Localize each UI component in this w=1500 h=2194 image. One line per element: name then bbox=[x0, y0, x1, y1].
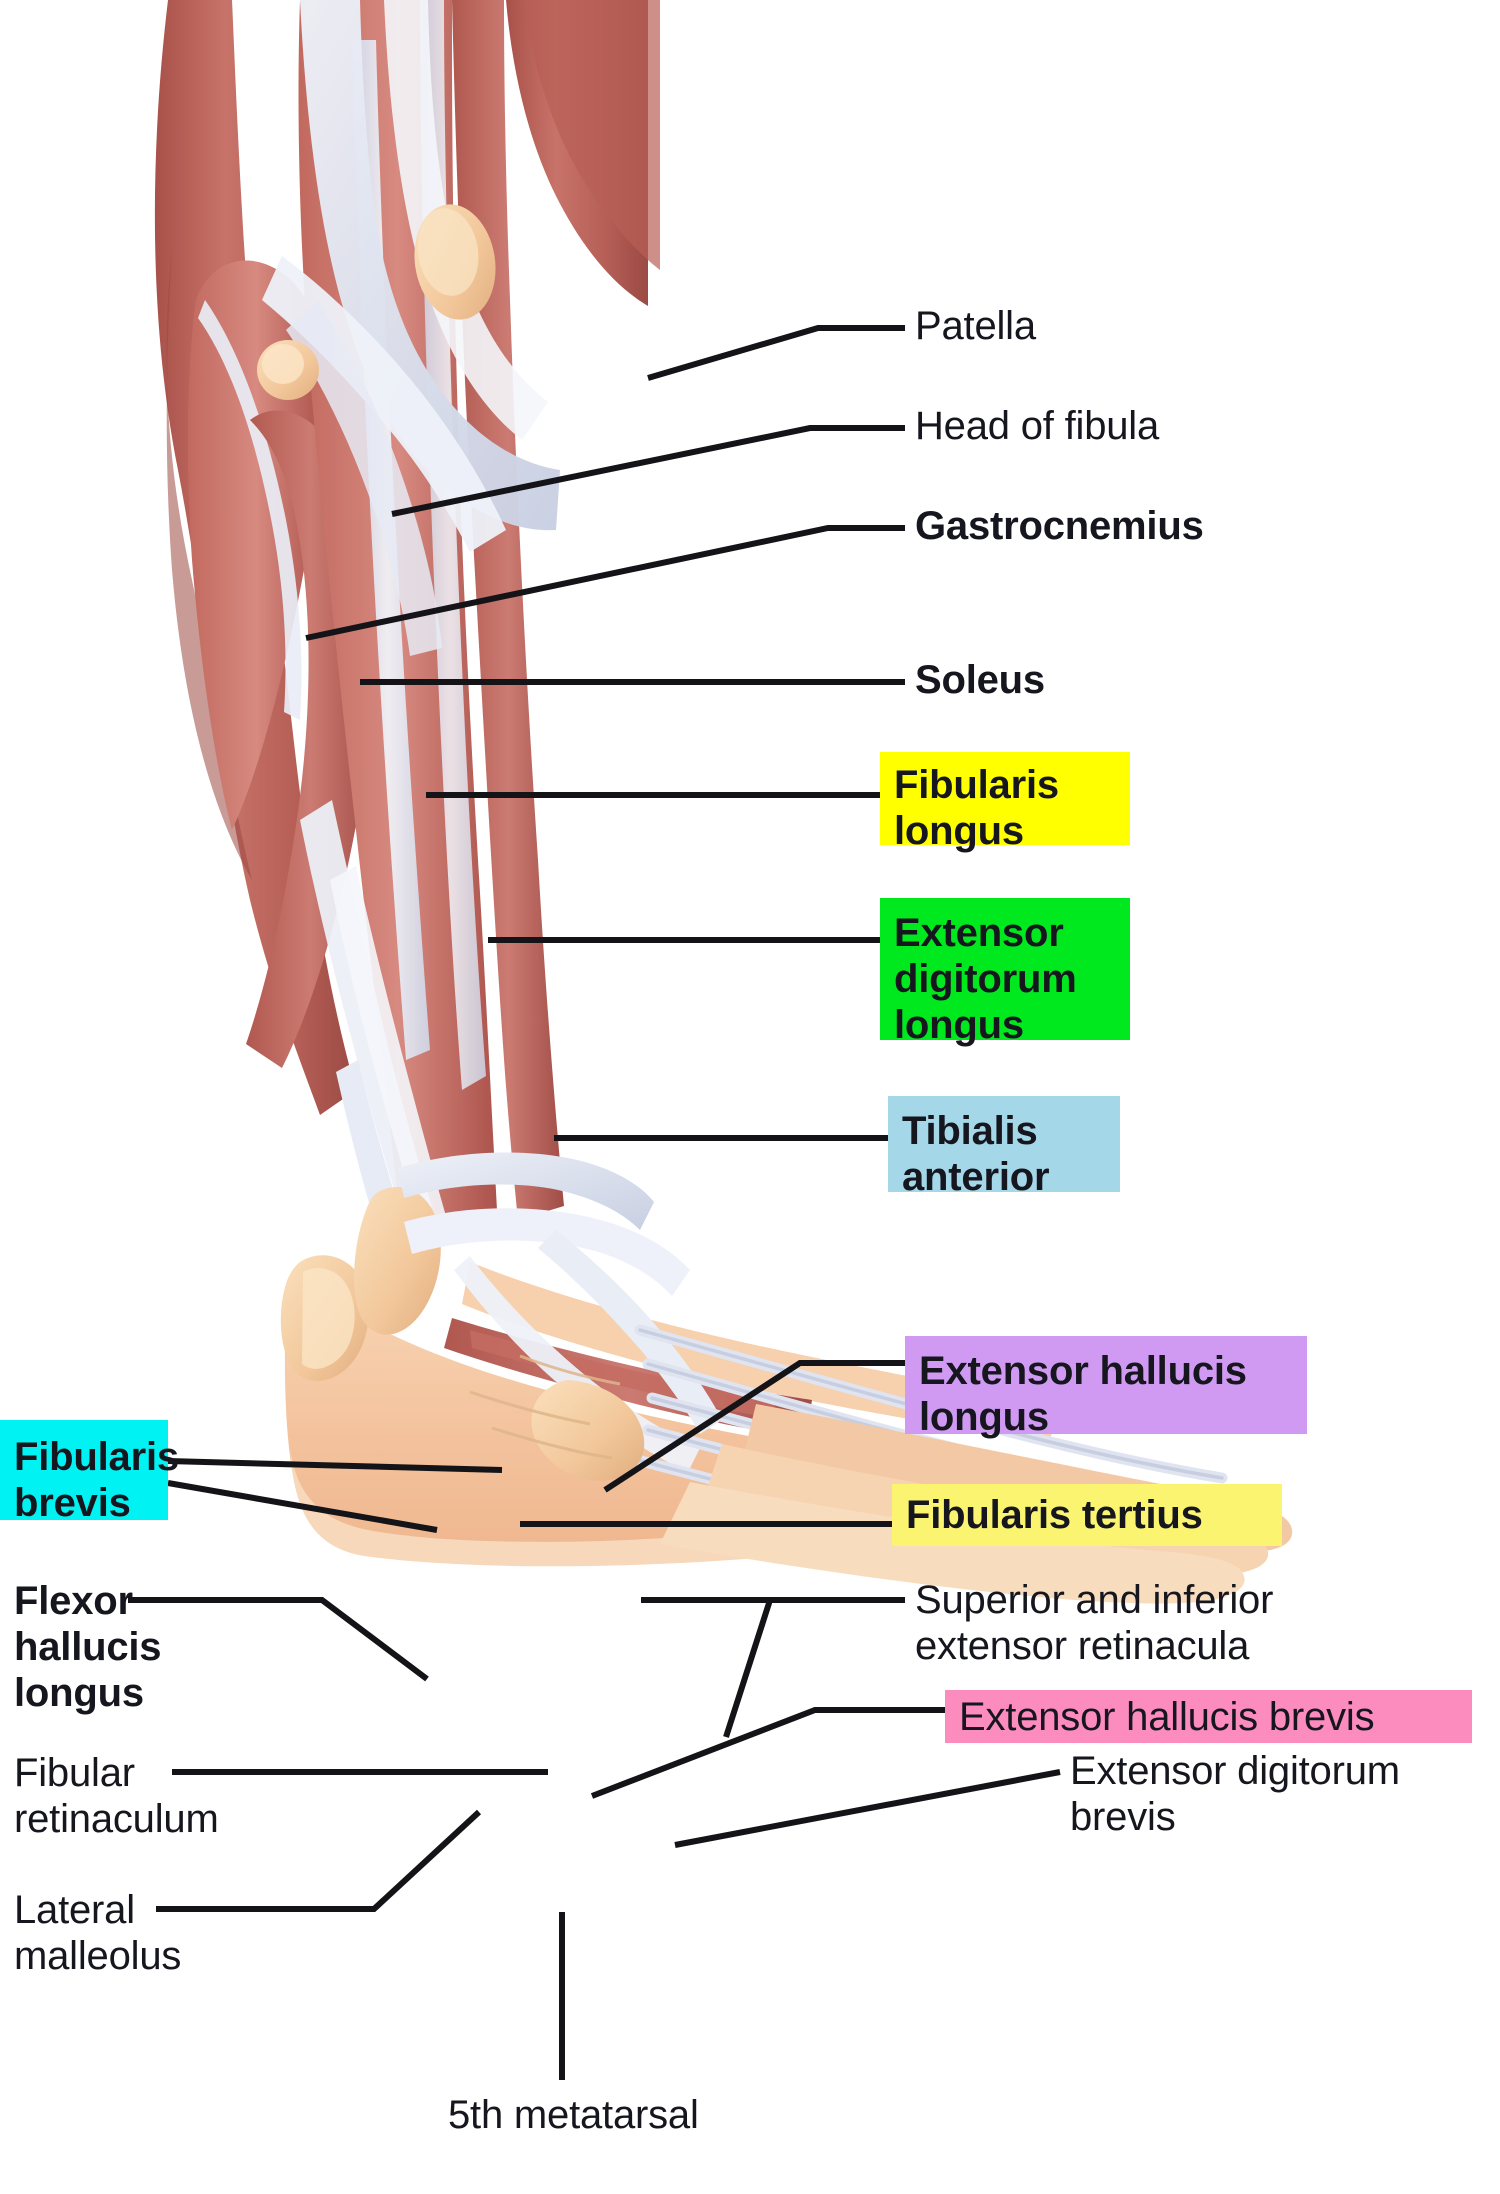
leader-extensor-digitorum-brevis bbox=[674, 1769, 1061, 1848]
label-tibialis-anterior: Tibialis anterior bbox=[888, 1096, 1120, 1199]
label-fibularis-longus: Fibularis longus bbox=[880, 752, 1130, 853]
label-patella: Patella bbox=[915, 304, 1036, 348]
label-fibularis-brevis: Fibularis brevis bbox=[0, 1420, 179, 1525]
leader-extensor-hallucis-longus bbox=[603, 1360, 908, 1493]
leader-flexor-hallucis-longus bbox=[128, 1597, 429, 1682]
label-extensor-digitorum-longus: Extensor digitorum longus bbox=[880, 898, 1130, 1047]
leader-patella bbox=[647, 325, 905, 381]
label-fibularis-tertius: Fibularis tertius bbox=[892, 1484, 1282, 1546]
label-extensor-hallucis-longus: Extensor hallucis longus bbox=[905, 1336, 1307, 1439]
leader-gastrocnemius bbox=[305, 525, 905, 641]
label-head-of-fibula: Head of fibula bbox=[915, 404, 1160, 448]
label-soleus: Soleus bbox=[915, 658, 1045, 702]
label-fibular-retinaculum: Fibular retinaculum bbox=[14, 1751, 219, 1841]
label-gastrocnemius: Gastrocnemius bbox=[915, 504, 1204, 548]
label-5th-metatarsal: 5th metatarsal bbox=[448, 2093, 699, 2137]
leader-lateral-malleolus bbox=[156, 1809, 482, 1912]
leader-fibularis-brevis-lower bbox=[167, 1480, 438, 1533]
leader-superior-inferior-extensor-retinacula-b bbox=[723, 1599, 773, 1738]
label-lateral-malleolus: Lateral malleolus bbox=[14, 1888, 182, 1978]
leader-fibularis-brevis-upper bbox=[167, 1458, 503, 1473]
label-superior-and-inferior-extensor-retinacula: Superior and inferior extensor retinacul… bbox=[915, 1578, 1274, 1668]
label-extensor-digitorum-brevis: Extensor digitorum brevis bbox=[1070, 1749, 1400, 1839]
label-flexor-hallucis-longus: Flexor hallucis longus bbox=[14, 1579, 162, 1715]
leader-head-of-fibula bbox=[391, 425, 905, 517]
leader-extensor-hallucis-brevis bbox=[590, 1707, 945, 1799]
label-extensor-hallucis-brevis: Extensor hallucis brevis bbox=[945, 1690, 1472, 1743]
